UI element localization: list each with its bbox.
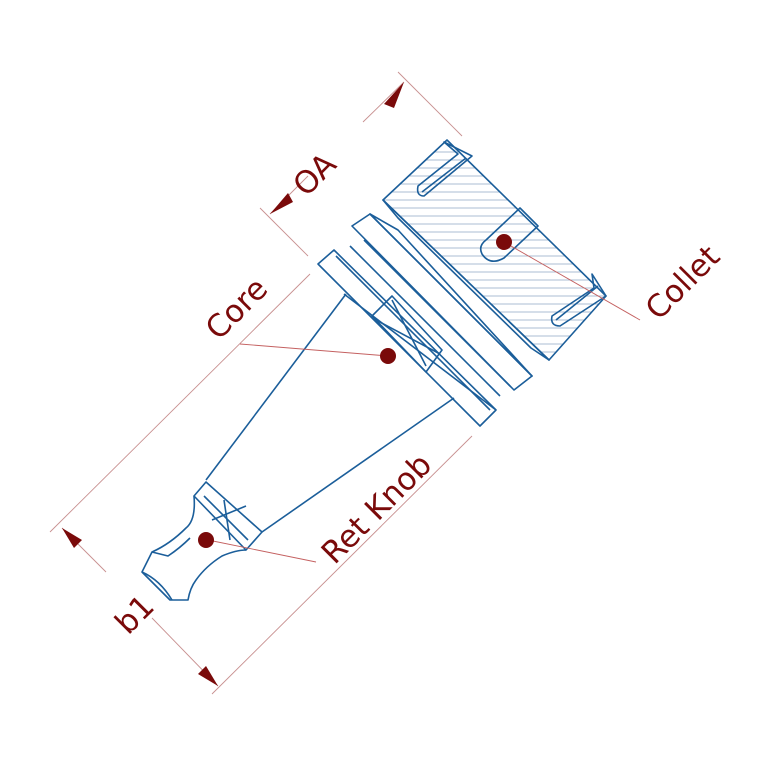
core-marker-dot — [380, 348, 396, 364]
leaders — [207, 241, 641, 563]
label-collet: Collet — [639, 239, 727, 327]
flange-body — [317, 213, 533, 427]
retention-knob — [141, 481, 263, 601]
dimension-oa — [259, 71, 463, 257]
label-ret-knob: Ret Knob — [315, 447, 439, 571]
ret-knob-marker-dot — [198, 532, 214, 548]
dimension-b1 — [49, 273, 473, 695]
label-b1: b1 — [108, 588, 161, 641]
core-taper — [205, 293, 455, 533]
collet-marker-dot — [496, 234, 512, 250]
collet-hatching — [383, 151, 606, 353]
collet-part — [382, 139, 607, 361]
label-oa: OA — [286, 146, 343, 203]
label-core: Core — [199, 271, 275, 347]
